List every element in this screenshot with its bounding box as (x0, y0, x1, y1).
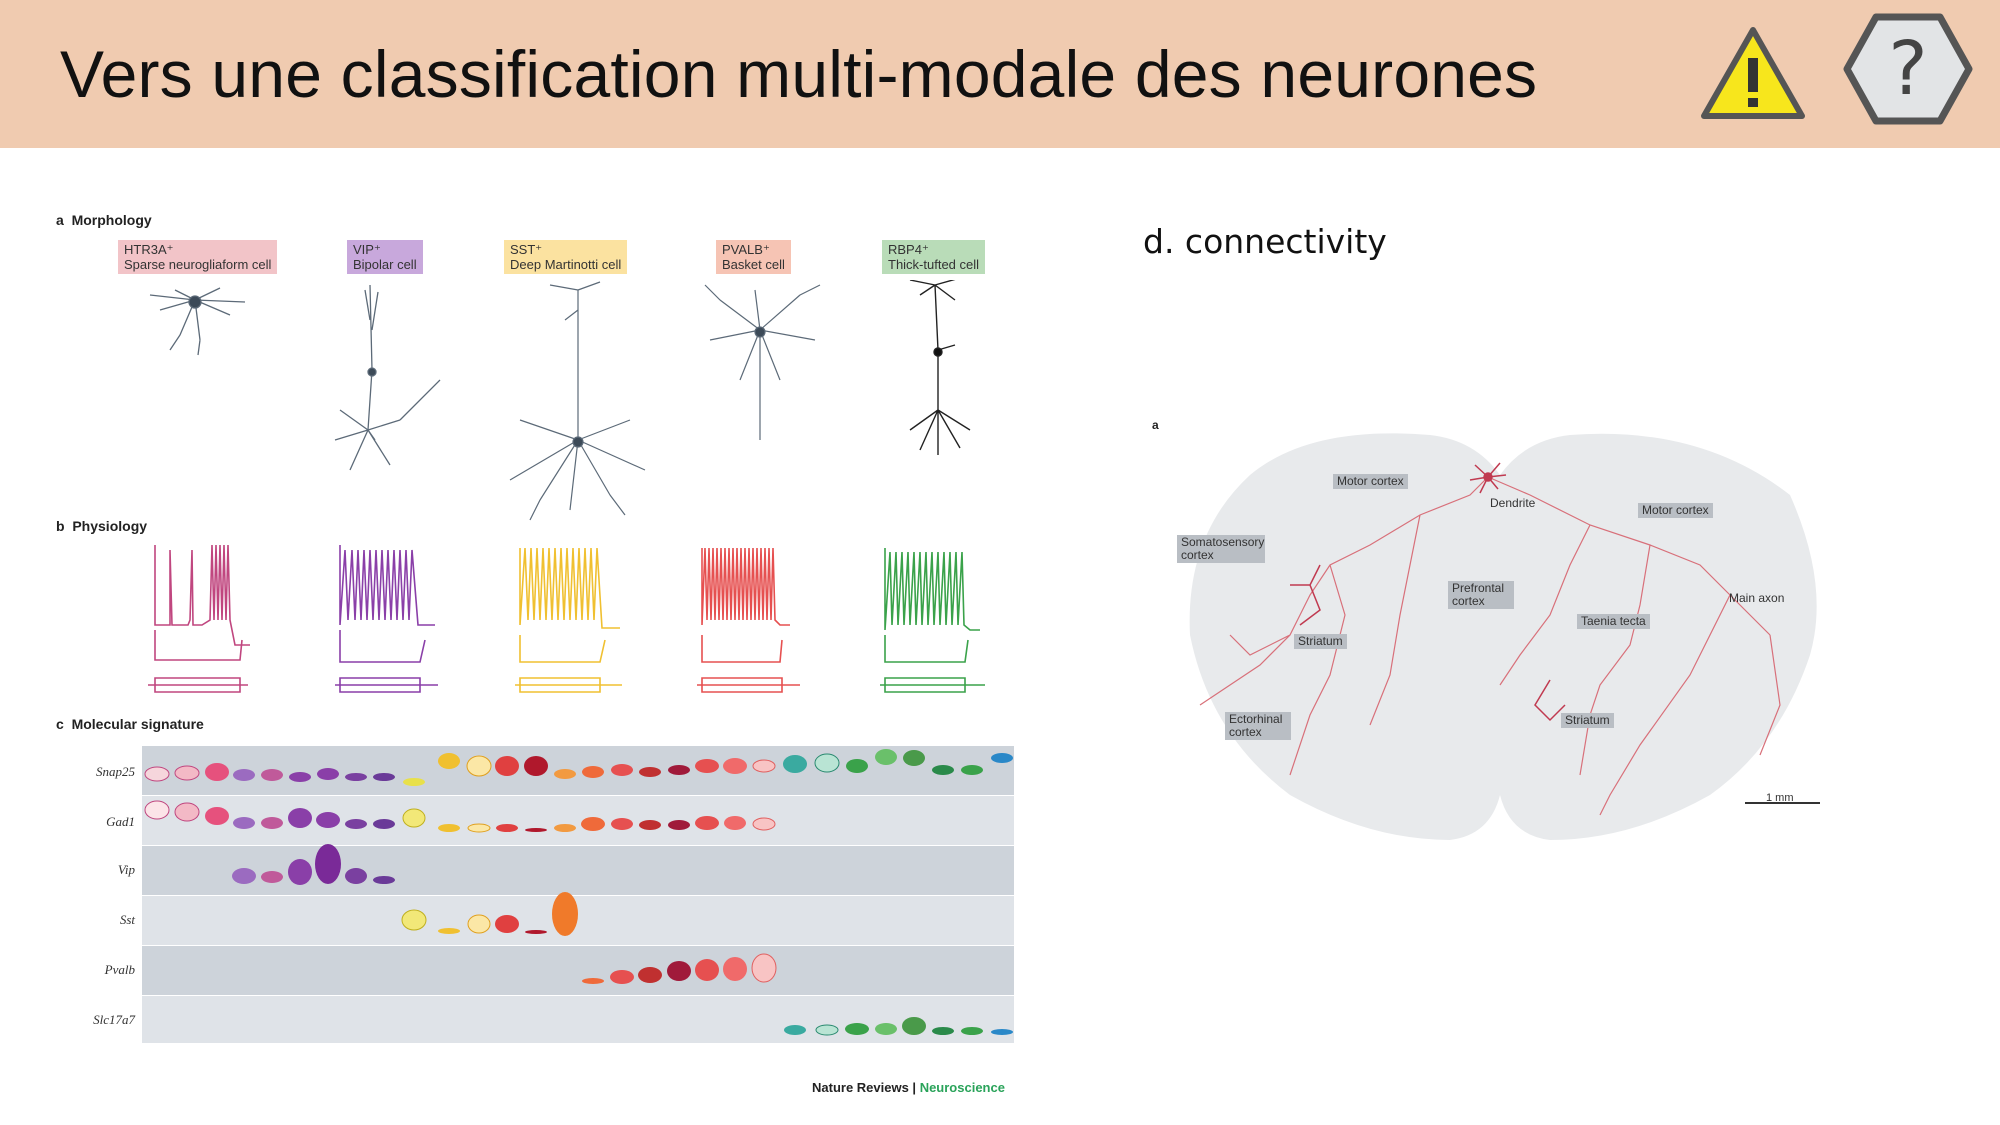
region-ectorhinal: Ectorhinal cortex (1225, 712, 1291, 740)
traces (148, 544, 985, 693)
tag-rbp4: RBP4⁺Thick-tufted cell (882, 240, 986, 274)
neuron-bipolar (334, 284, 441, 471)
row-bg-gad1 (142, 796, 1014, 845)
region-prefrontal: Prefrontal cortex (1448, 581, 1514, 609)
connectivity-heading: d. connectivity (1143, 222, 1387, 261)
region-motor-cortex-left: Motor cortex (1333, 474, 1408, 489)
panel-a-label: a Morphology (56, 212, 152, 228)
axon-projections (1199, 476, 1781, 816)
neuron-basket (704, 284, 821, 440)
tag-htr3a: HTR3A⁺Sparse neurogliaform cell (118, 240, 278, 274)
tag-pvalb: PVALB⁺Basket cell (716, 240, 791, 274)
region-motor-cortex-right: Motor cortex (1638, 503, 1713, 518)
trace-htr3a (148, 544, 250, 693)
brain-outline (1189, 433, 1817, 840)
row-bg-slc17a7 (142, 996, 1014, 1043)
row-bg-sst (142, 896, 1014, 945)
trace-sst (515, 547, 622, 693)
trace-vip (335, 545, 438, 693)
neuron-neurogliaform (149, 287, 246, 356)
gene-label-vip: Vip (117, 862, 135, 877)
violin-plots (144, 749, 1013, 1036)
gene-label-snap25: Snap25 (96, 764, 135, 779)
violins-pvalb (582, 953, 777, 984)
scale-bar-label: 1 mm (1766, 792, 1794, 804)
gene-label-gad1: Gad1 (106, 814, 135, 829)
gene-label-slc17a7: Slc17a7 (93, 1012, 135, 1027)
violins-gad1 (144, 800, 776, 833)
panel-a-label-right: a (1152, 418, 1159, 432)
trace-pvalb (697, 547, 800, 693)
svg-text:?: ? (1888, 26, 1927, 112)
brain-section-drawing (1189, 433, 1820, 840)
gene-label-sst: Sst (119, 912, 135, 927)
panel-b-label: b Physiology (56, 518, 148, 534)
region-dendrite: Dendrite (1490, 496, 1536, 510)
violins-sst (401, 892, 578, 936)
neuron-martinotti (509, 281, 646, 521)
region-taenia-tecta: Taenia tecta (1577, 614, 1650, 629)
violins-vip (232, 844, 395, 885)
region-striatum-left: Striatum (1294, 634, 1347, 649)
region-somatosensory: Somatosensory cortex (1177, 535, 1265, 563)
gene-label-pvalb: Pvalb (104, 962, 135, 977)
violins-slc17a7 (784, 1017, 1013, 1036)
slide-title: Vers une classification multi-modale des… (60, 37, 1538, 111)
figure-credit: Nature Reviews | Neuroscience (812, 1080, 1005, 1095)
neuron-arbor (1290, 462, 1566, 722)
slide-header: Vers une classification multi-modale des… (0, 0, 2000, 148)
morphology-physiology-drawings (148, 280, 985, 693)
row-bg-vip (142, 846, 1014, 895)
violins-snap25 (144, 749, 1013, 786)
tag-sst: SST⁺Deep Martinotti cell (504, 240, 628, 274)
region-striatum-right: Striatum (1561, 713, 1614, 728)
row-bg-pvalb (142, 946, 1014, 995)
trace-rbp4 (880, 548, 985, 693)
tag-vip: VIP⁺Bipolar cell (347, 240, 423, 274)
neuron-thick-tufted (909, 280, 971, 455)
region-main-axon: Main axon (1729, 591, 1785, 605)
panel-c-label: c Molecular signature (56, 716, 204, 732)
row-bg-snap25 (142, 746, 1014, 795)
warning-triangle-icon[interactable] (1698, 24, 1808, 124)
question-hexagon-icon[interactable]: ? (1842, 12, 1974, 126)
